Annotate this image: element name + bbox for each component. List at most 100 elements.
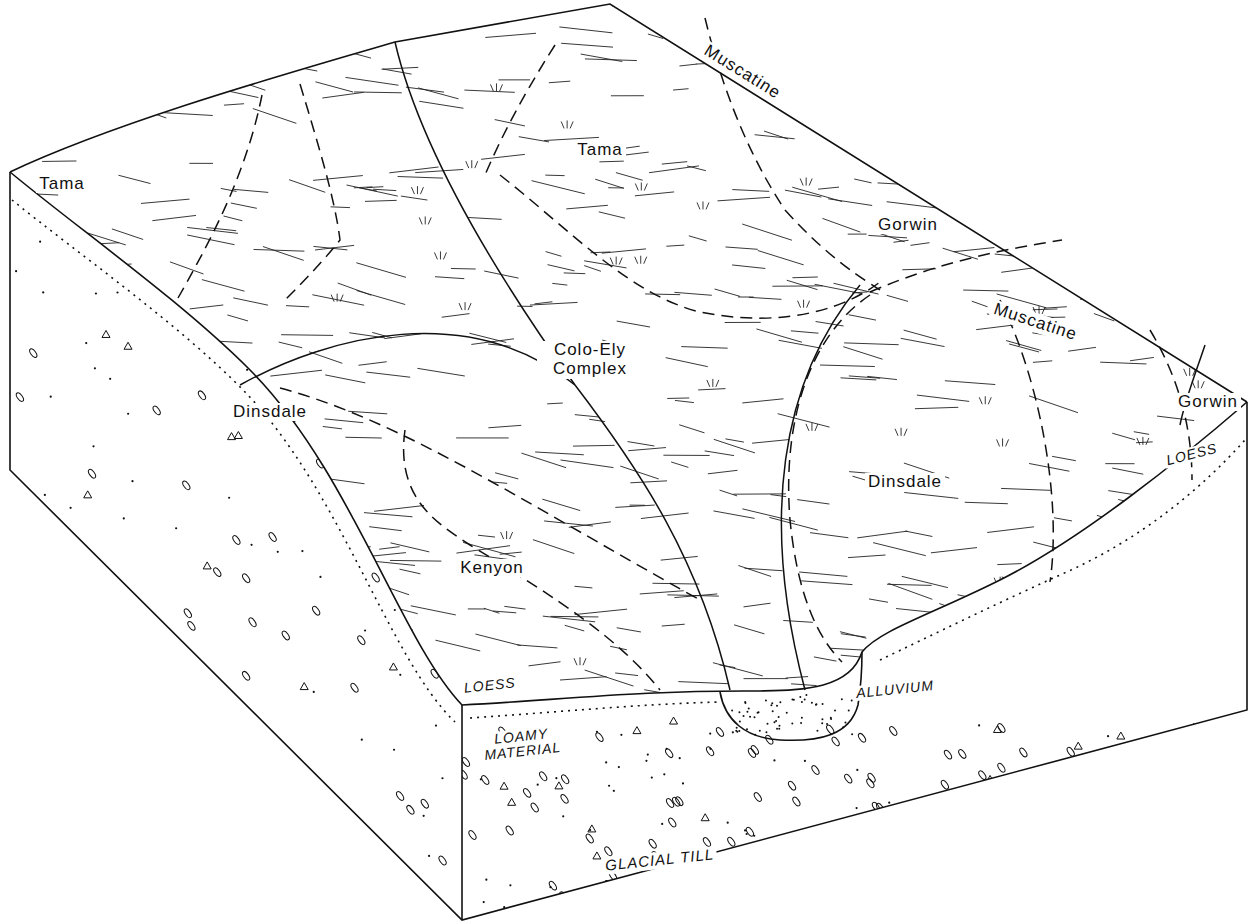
pebble <box>109 378 111 380</box>
hatch-stroke <box>868 235 907 237</box>
pebble <box>445 207 455 218</box>
hatch-stroke <box>849 315 876 320</box>
sand-dot <box>844 721 846 723</box>
hatch-stroke <box>1196 672 1237 679</box>
hatch-stroke <box>288 23 341 34</box>
pebble <box>428 855 430 857</box>
hatch-stroke <box>946 637 983 642</box>
pebble <box>1226 775 1228 777</box>
hatch-stroke <box>1106 121 1143 133</box>
hatch-stroke <box>281 334 333 336</box>
hatch-stroke <box>521 453 566 468</box>
pebble <box>119 199 129 210</box>
material-label: ALLUVIUM <box>852 678 937 702</box>
hatch-stroke <box>224 473 258 476</box>
hatch-stroke <box>367 581 409 595</box>
pebble <box>448 600 450 602</box>
hatch-stroke <box>187 227 238 233</box>
hatch-stroke <box>1099 229 1118 232</box>
pebble <box>1232 728 1234 730</box>
hatch-stroke <box>561 43 613 47</box>
hatch-stroke <box>155 376 186 378</box>
hatch-stroke <box>1106 181 1132 183</box>
sand-dot <box>811 702 813 704</box>
hatch-stroke <box>118 392 153 394</box>
pebble <box>606 909 608 911</box>
pebble <box>748 918 750 920</box>
hatch-stroke <box>226 490 265 502</box>
hatch-stroke <box>442 314 470 318</box>
sand-dot <box>851 733 853 735</box>
pebble <box>411 442 419 449</box>
hatch-stroke <box>839 63 874 73</box>
hatch-stroke <box>202 280 245 292</box>
grass-tuft <box>102 262 114 270</box>
pebble <box>651 776 653 778</box>
pebble <box>267 249 277 260</box>
hatch-stroke <box>500 552 522 554</box>
hatch-stroke <box>675 400 694 402</box>
pebble <box>1117 732 1125 739</box>
hatch-stroke <box>564 272 586 274</box>
hatch-stroke <box>47 355 78 356</box>
pebble <box>855 894 863 901</box>
hatch-stroke <box>666 358 708 367</box>
pebble <box>787 780 797 791</box>
sand-dot <box>821 722 823 724</box>
hatch-stroke <box>468 608 486 609</box>
pebble <box>943 749 953 760</box>
hatch-stroke <box>1060 641 1089 643</box>
pebble <box>228 497 230 499</box>
hatch-stroke <box>1130 558 1162 561</box>
hatch-stroke <box>42 595 72 604</box>
pebble <box>26 757 36 768</box>
hatch-stroke <box>972 301 988 307</box>
hatch-stroke <box>224 104 244 105</box>
hatch-stroke <box>495 120 525 126</box>
pebble <box>957 748 967 759</box>
soil-series-label: Gorwin <box>1175 393 1241 412</box>
pebble <box>268 784 270 786</box>
pebble <box>508 798 516 805</box>
hatch-stroke <box>118 175 150 183</box>
pebble <box>423 199 433 210</box>
pebble <box>999 907 1009 918</box>
pebble <box>948 887 958 898</box>
pebble <box>447 309 449 311</box>
hatch-stroke <box>329 683 363 686</box>
pebble <box>996 722 1006 733</box>
hatch-stroke <box>878 183 908 185</box>
hatch-stroke <box>481 154 525 159</box>
hatch-stroke <box>758 250 804 264</box>
soil-series-label: Dinsdale <box>865 473 945 492</box>
hatch-stroke <box>1112 433 1135 440</box>
pebble <box>1095 860 1103 867</box>
hatch-stroke <box>57 549 76 554</box>
pebble <box>59 865 61 867</box>
sand-dot <box>776 705 778 707</box>
pebble <box>170 225 172 227</box>
hatch-stroke <box>931 22 971 33</box>
pebble <box>1106 794 1116 805</box>
hatch-stroke <box>312 295 364 305</box>
hatch-stroke <box>1200 91 1240 101</box>
hatch-stroke <box>25 51 43 54</box>
hatch-stroke <box>425 11 445 14</box>
hatch-stroke <box>551 616 599 618</box>
pebble <box>977 770 987 781</box>
hatch-stroke <box>1068 283 1102 288</box>
hatch-stroke <box>888 163 914 167</box>
pebble <box>194 873 204 884</box>
grass-tuft <box>707 379 719 387</box>
pebble <box>311 605 321 616</box>
pebble <box>15 392 25 403</box>
pebble <box>529 909 539 920</box>
pebble <box>281 630 291 641</box>
pebble <box>248 617 258 628</box>
hatch-stroke <box>843 347 882 360</box>
pebble <box>102 330 110 337</box>
pebble <box>613 790 615 792</box>
hatch-stroke <box>223 216 242 221</box>
pebble <box>131 243 141 254</box>
